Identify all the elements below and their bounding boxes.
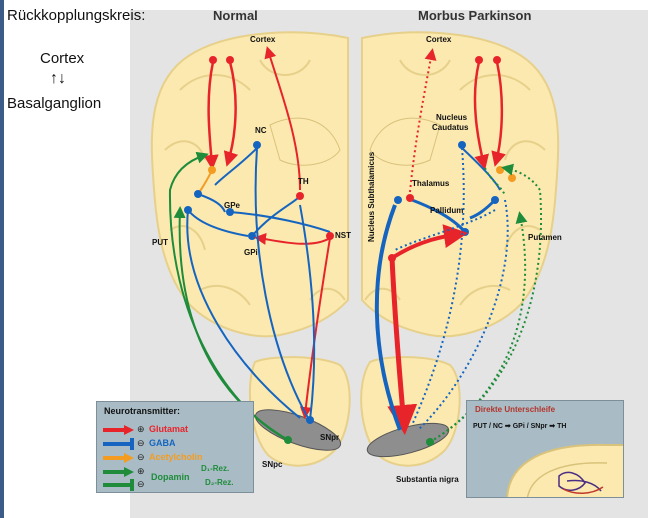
header-normal: Normal <box>213 8 258 23</box>
caption-cortex: Cortex <box>40 50 84 67</box>
nc-neuron <box>253 141 261 149</box>
minus-circle-icon: ⊖ <box>137 438 145 449</box>
label-nucleus: Nucleus <box>436 113 468 122</box>
legend-label-dopamin: Dopamin <box>151 472 190 482</box>
cortex-neuron-2 <box>226 56 234 64</box>
label-gpe: GPe <box>224 201 241 210</box>
legend-title: Neurotransmitter: <box>104 406 180 416</box>
legend-label-acetylcholin: Acetylcholin <box>149 452 203 462</box>
arrow-icon <box>102 452 136 464</box>
plus-circle-icon: ⊕ <box>137 424 145 435</box>
minus-circle-icon: ⊖ <box>137 479 145 490</box>
label-nst: NST <box>335 231 351 240</box>
legend-d2: D₂-Rez. <box>205 478 233 487</box>
legend-row-acetylcholin: ⊖ Acetylcholin <box>97 452 253 464</box>
legend-d1: D₁-Rez. <box>201 464 229 473</box>
legend-row-gaba: ⊖ GABA <box>97 438 253 450</box>
label-nucleus-subthalamicus: Nucleus Subthalamicus <box>367 151 376 242</box>
label-caudatus: Caudatus <box>432 123 469 132</box>
inhibit-icon <box>102 438 136 450</box>
legend-label-glutamat: Glutamat <box>149 424 188 434</box>
plus-circle-icon: ⊕ <box>137 466 145 477</box>
legend: Neurotransmitter: ⊕ Glutamat ⊖ GABA ⊖ Ac… <box>96 401 254 493</box>
label-nc: NC <box>255 126 267 135</box>
minus-circle-icon: ⊖ <box>137 452 145 463</box>
label-th: TH <box>298 177 309 186</box>
label-right-cortex: Cortex <box>426 35 452 44</box>
caption-basalganglion: Basalganglion <box>7 95 101 112</box>
header-parkinson: Morbus Parkinson <box>418 8 531 23</box>
inhibit-icon <box>102 479 136 491</box>
arrow-icon <box>102 424 136 436</box>
inset-brain-thumbnail <box>467 431 624 498</box>
inset-path-text: PUT / NC ➡ GPi / SNpr ➡ TH <box>473 422 566 430</box>
label-put: PUT <box>152 238 168 247</box>
legend-label-gaba: GABA <box>149 438 176 448</box>
label-snpc: SNpc <box>262 460 283 469</box>
label-pallidum: Pallidum <box>430 206 463 215</box>
direct-subloop-inset: Direkte Unterschleife PUT / NC ➡ GPi / S… <box>466 400 624 498</box>
cortex-neuron-1 <box>209 56 217 64</box>
arrow-icon <box>102 466 136 478</box>
legend-row-glutamat: ⊕ Glutamat <box>97 424 253 436</box>
inset-title: Direkte Unterschleife <box>475 405 555 414</box>
caption-arrows-icon: ↑↓ <box>50 70 66 88</box>
label-thalamus: Thalamus <box>412 179 450 188</box>
label-gpi: GPi <box>244 248 258 257</box>
label-snpr: SNpr <box>320 433 339 442</box>
caption-title: Rückkopplungskreis: <box>7 7 145 24</box>
label-putamen: Putamen <box>528 233 562 242</box>
label-left-cortex: Cortex <box>250 35 276 44</box>
label-substantia-nigra: Substantia nigra <box>396 475 459 484</box>
